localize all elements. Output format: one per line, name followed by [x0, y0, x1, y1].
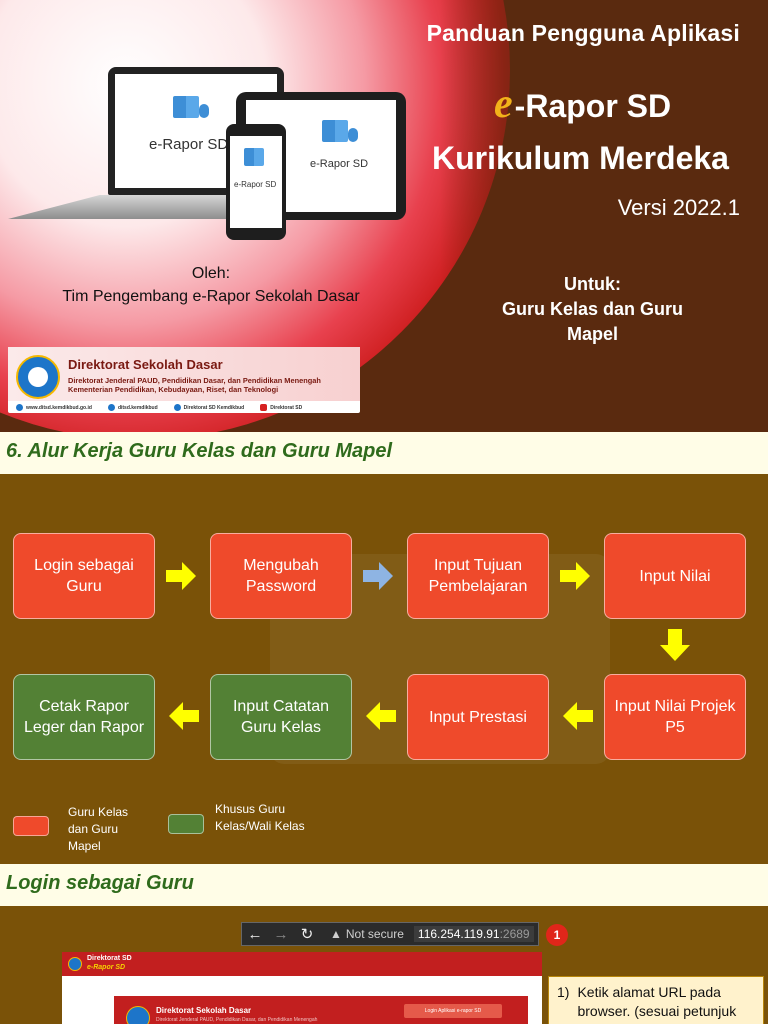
step-print-report: Cetak Rapor Leger dan Rapor — [13, 674, 155, 760]
tablet-brand: e-Rapor SD — [310, 158, 369, 170]
step-change-password: Mengubah Password — [210, 533, 352, 619]
instruction-note: 1) Ketik alamat URL pada browser. (sesua… — [548, 976, 764, 1024]
facebook-icon — [173, 404, 181, 411]
arrow-left-icon — [563, 702, 593, 730]
curriculum-title: Kurikulum Merdeka — [432, 140, 729, 176]
app-title-e: e — [494, 81, 513, 127]
site-header: Direktorat SD e-Rapor SD — [62, 952, 542, 976]
phone-image: e-Rapor SD — [226, 124, 286, 240]
youtube-link[interactable]: Direktorat SD — [260, 404, 302, 411]
step-number-badge: 1 — [546, 924, 568, 946]
legend-red-swatch — [13, 816, 49, 836]
panel-logo — [126, 1006, 150, 1024]
phone-brand: e-Rapor SD — [234, 180, 277, 189]
author-team: Tim Pengembang e-Rapor Sekolah Dasar — [62, 288, 360, 305]
book-icon — [173, 96, 199, 118]
arrow-right-icon — [560, 562, 590, 590]
mouse-icon — [348, 128, 358, 142]
step-learning-goals: Input Tujuan Pembelajaran — [407, 533, 549, 619]
legend-green-swatch — [168, 814, 204, 834]
version-label: Versi 2022.1 — [617, 195, 740, 220]
step-teacher-notes: Input Catatan Guru Kelas — [210, 674, 352, 760]
book-icon — [244, 148, 264, 166]
step-login: Login sebagai Guru — [13, 533, 155, 619]
agency-banner: Direktorat Sekolah Dasar Direktorat Jend… — [8, 347, 360, 413]
book-icon — [322, 120, 348, 142]
instagram-icon — [107, 404, 115, 411]
instruction-number: 1) — [557, 984, 570, 1000]
agency-links: www.ditsd.kemdikbud.go.id ditsd.kemdikbu… — [16, 404, 302, 411]
laptop-brand: e-Rapor SD — [149, 136, 229, 153]
workflow-diagram: Login sebagai Guru Mengubah Password Inp… — [0, 474, 768, 864]
warning-icon: ▲ — [330, 927, 342, 941]
app-title: e -Rapor SD — [494, 80, 671, 128]
login-section-title: Login sebagai Guru — [0, 864, 768, 906]
back-arrow-icon[interactable]: ← — [247, 925, 263, 943]
globe-icon — [16, 404, 23, 411]
step-achievements: Input Prestasi — [407, 674, 549, 760]
cover-section: e-Rapor SD e-Rapor SD e-Rapor SD Panduan… — [0, 0, 768, 432]
arrow-right-icon — [363, 562, 393, 590]
tut-wuri-logo — [16, 355, 60, 399]
device-illustration: e-Rapor SD e-Rapor SD e-Rapor SD — [8, 62, 408, 242]
instruction-text: Ketik alamat URL pada browser. (sesuai p… — [577, 984, 737, 1024]
browser-url-bar: ← → ↻ ▲ Not secure 116.254.119.91:2689 — [241, 922, 539, 946]
arrow-left-icon — [169, 702, 199, 730]
audience-text: Guru Kelas dan Guru Mapel — [501, 299, 684, 344]
audience-label: Untuk: — [564, 274, 621, 294]
audience-block: Untuk: Guru Kelas dan Guru Mapel — [480, 272, 705, 347]
arrow-down-icon — [660, 629, 690, 661]
legend-green-label: Khusus Guru Kelas/Wali Kelas — [215, 802, 305, 833]
step-project-p5: Input Nilai Projek P5 — [604, 674, 746, 760]
url-address[interactable]: 116.254.119.91:2689 — [413, 926, 534, 942]
youtube-icon — [260, 404, 268, 411]
website-link[interactable]: www.ditsd.kemdikbud.go.id — [16, 404, 92, 411]
tablet-image: e-Rapor SD — [236, 92, 406, 220]
author-label: Oleh: — [191, 265, 231, 282]
step-input-grades: Input Nilai — [604, 533, 746, 619]
instagram-link[interactable]: ditsd.kemdikbud — [107, 404, 158, 411]
login-section: ← → ↻ ▲ Not secure 116.254.119.91:2689 1… — [0, 906, 768, 1024]
cover-heading: Panduan Pengguna Aplikasi — [426, 20, 740, 46]
site-logo — [68, 957, 82, 971]
site-login-panel: Direktorat Sekolah Dasar Direktorat Jend… — [114, 996, 528, 1024]
forward-arrow-icon[interactable]: → — [273, 925, 289, 943]
cover-brown-fade — [440, 0, 768, 432]
agency-subtitle: Direktorat Jenderal PAUD, Pendidikan Das… — [68, 376, 321, 394]
app-title-name: -Rapor SD — [514, 88, 672, 124]
arrow-right-icon — [166, 562, 196, 590]
arrow-left-icon — [366, 702, 396, 730]
website-screenshot: Direktorat SD e-Rapor SD Direktorat Seko… — [62, 952, 542, 1024]
login-app-button[interactable]: Login Aplikasi e-rapor SD — [404, 1004, 502, 1018]
reload-icon[interactable]: ↻ — [300, 926, 314, 943]
legend-red-label: Guru Kelas dan Guru Mapel — [68, 805, 129, 853]
mouse-icon — [199, 104, 209, 118]
security-indicator[interactable]: ▲ Not secure — [330, 927, 404, 941]
author-block: Oleh: Tim Pengembang e-Rapor Sekolah Das… — [20, 262, 402, 308]
facebook-link[interactable]: Direktorat SD Kemdikbud — [173, 404, 244, 411]
agency-name: Direktorat Sekolah Dasar — [68, 357, 223, 372]
workflow-section-title: 6. Alur Kerja Guru Kelas dan Guru Mapel — [0, 432, 768, 474]
